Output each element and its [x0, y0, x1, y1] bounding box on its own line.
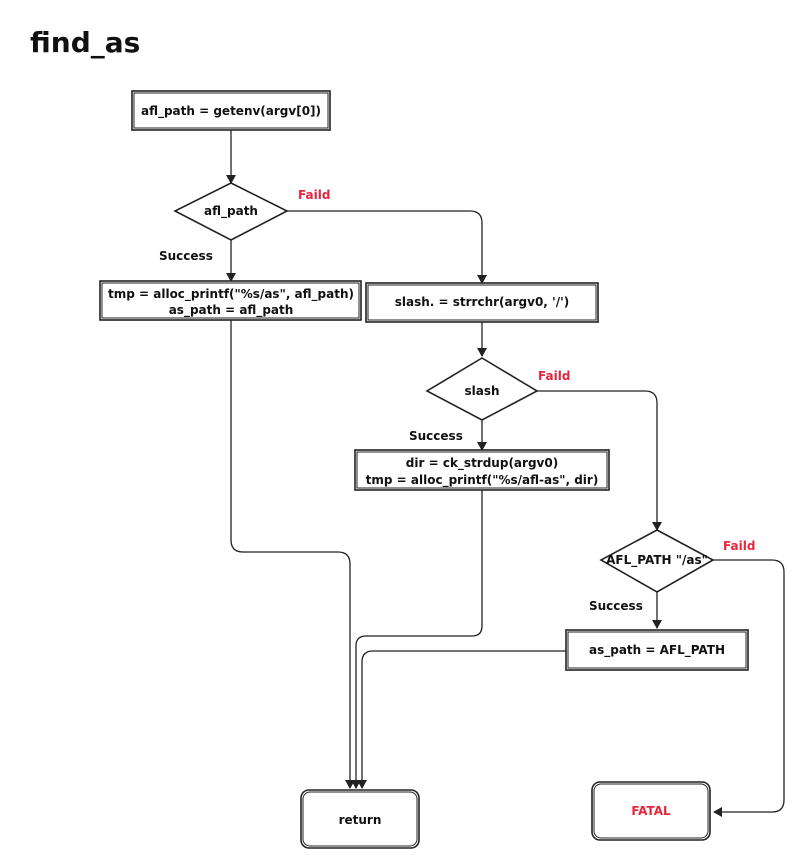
- edge-check-fail: [287, 210, 487, 284]
- node-getenv: afl_path = getenv(argv[0]): [131, 90, 331, 131]
- terminal-return: return: [300, 789, 420, 849]
- edge-slash-fail: [537, 390, 662, 531]
- page-title: find_as: [30, 26, 141, 59]
- edge-set-as-path-to-return: [357, 650, 566, 789]
- node-alloc-as: tmp = alloc_printf("%s/as", afl_path) as…: [99, 280, 362, 321]
- node-alloc-as-line1: tmp = alloc_printf("%s/as", afl_path): [108, 287, 354, 302]
- label-env-success: Success: [589, 599, 643, 613]
- decision-afl-path-env-text: AFL_PATH "/as": [606, 553, 708, 568]
- terminal-return-text: return: [339, 813, 382, 827]
- decision-slash: slash: [425, 357, 539, 421]
- edge-alloc-as-to-return: [230, 320, 355, 789]
- terminal-fatal-text: FATAL: [631, 804, 671, 818]
- node-alloc-afl-as: dir = ck_strdup(argv0) tmp = alloc_print…: [354, 449, 610, 491]
- label-afl-path-fail: Faild: [298, 188, 330, 202]
- label-slash-fail: Faild: [538, 369, 570, 383]
- label-afl-path-success: Success: [159, 249, 213, 263]
- node-set-as-path-text: as_path = AFL_PATH: [589, 643, 725, 658]
- edge-alloc-afl-as-to-return: [351, 490, 483, 789]
- node-strrchr-text: slash. = strrchr(argv0, '/'): [395, 295, 570, 309]
- node-set-as-path: as_path = AFL_PATH: [565, 629, 749, 671]
- edges: [226, 130, 785, 817]
- decision-afl-path-env: AFL_PATH "/as": [599, 529, 715, 593]
- decision-slash-text: slash: [464, 384, 499, 398]
- node-strrchr: slash. = strrchr(argv0, '/'): [365, 282, 599, 323]
- edge-env-fail: [713, 559, 785, 817]
- node-getenv-text: afl_path = getenv(argv[0]): [141, 104, 321, 119]
- label-slash-success: Success: [409, 429, 463, 443]
- decision-afl-path: afl_path: [173, 182, 289, 241]
- node-alloc-afl-as-line2: tmp = alloc_printf("%s/afl-as", dir): [366, 473, 599, 488]
- terminal-fatal: FATAL: [591, 781, 711, 841]
- decision-afl-path-text: afl_path: [204, 204, 258, 219]
- node-alloc-afl-as-line1: dir = ck_strdup(argv0): [406, 456, 558, 471]
- node-alloc-as-line2: as_path = afl_path: [169, 303, 294, 318]
- label-env-fail: Faild: [723, 539, 755, 553]
